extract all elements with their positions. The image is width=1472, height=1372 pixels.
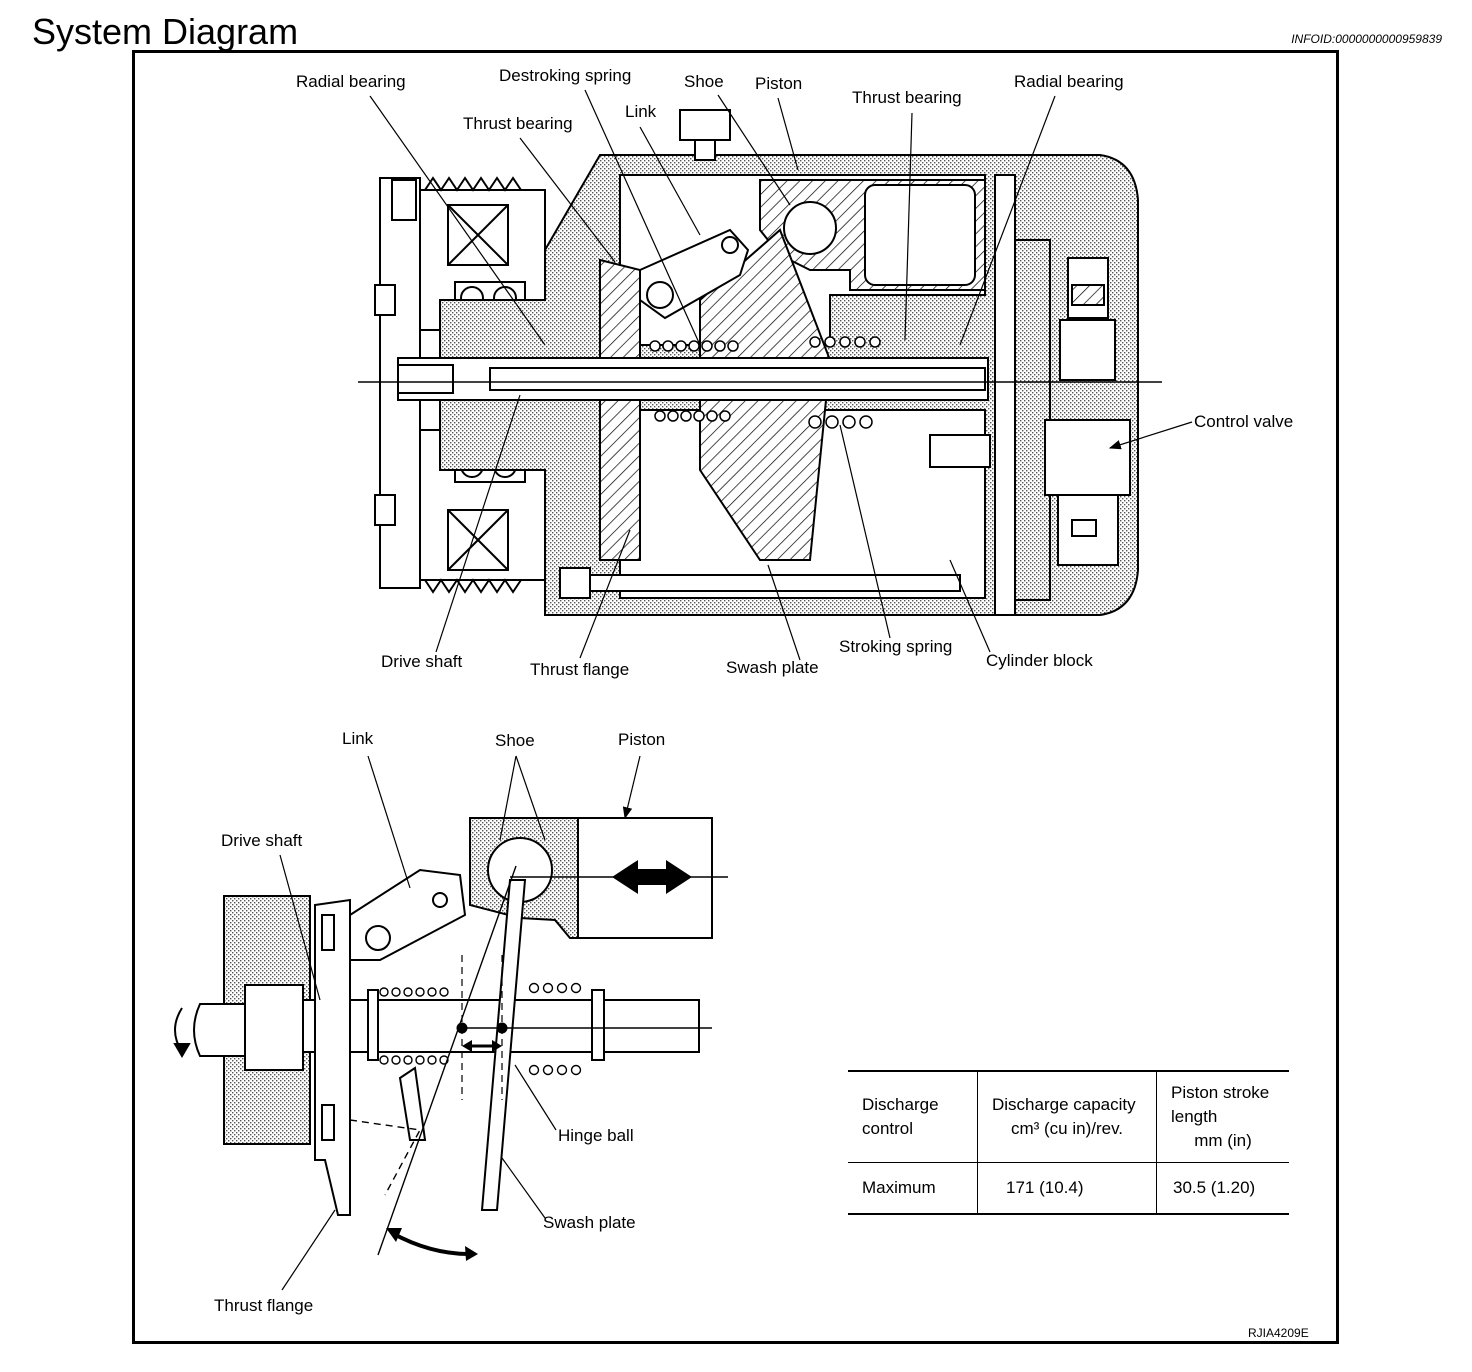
bottom-leader-lines: [279, 755, 641, 1291]
cell-control: Maximum: [848, 1162, 978, 1215]
label-swash-plate-top: Swash plate: [726, 658, 819, 677]
label-radial-bearing-left: Radial bearing: [296, 72, 406, 91]
label-stroking-spring: Stroking spring: [839, 637, 953, 656]
figure-code: RJIA4209E: [1248, 1326, 1309, 1340]
diagram-frame: [132, 50, 1339, 1344]
swash-detail-drawing: [173, 817, 728, 1256]
header-piston-stroke: Piston stroke length mm (in): [1156, 1070, 1289, 1163]
header-discharge-control: Discharge control: [848, 1070, 978, 1163]
header-piston-stroke-unit: mm (in): [1194, 1131, 1252, 1150]
top-leader-lines: [369, 89, 1193, 661]
label-control-valve: Control valve: [1194, 412, 1294, 431]
label-shoe-bottom: Shoe: [495, 731, 535, 750]
header-discharge-capacity-unit: cm³ (cu in)/rev.: [1010, 1119, 1124, 1138]
label-thrust-flange-bottom: Thrust flange: [214, 1296, 314, 1315]
page-title: System Diagram: [32, 11, 299, 52]
label-link-bottom: Link: [342, 729, 374, 748]
label-thrust-bearing-right: Thrust bearing: [852, 88, 962, 107]
cell-stroke: 30.5 (1.20): [1156, 1162, 1289, 1215]
piston-stroke-arrow: [612, 860, 692, 894]
label-shoe-top: Shoe: [684, 72, 724, 91]
label-piston-bottom: Piston: [618, 730, 666, 749]
label-cylinder-block: Cylinder block: [986, 651, 1093, 670]
label-thrust-bearing-left: Thrust bearing: [463, 114, 573, 133]
label-radial-bearing-right: Radial bearing: [1014, 72, 1124, 91]
cell-capacity: 171 (10.4): [977, 1162, 1157, 1215]
label-destroking-spring: Destroking spring: [499, 66, 632, 85]
label-thrust-flange-top: Thrust flange: [530, 660, 630, 679]
label-link-top: Link: [625, 102, 657, 121]
label-hinge-ball: Hinge ball: [558, 1126, 634, 1145]
label-drive-shaft-bottom: Drive shaft: [221, 831, 303, 850]
compressor-cross-section: [358, 109, 1162, 616]
info-id: INFOID:0000000000959839: [1291, 32, 1442, 46]
header-discharge-capacity: Discharge capacity cm³ (cu in)/rev.: [977, 1070, 1157, 1163]
label-drive-shaft-top: Drive shaft: [381, 652, 463, 671]
swash-angle-arrow: [391, 1231, 474, 1257]
discharge-spec-table: Discharge control Discharge capacity cm³…: [848, 1070, 1289, 1215]
label-swash-plate-bottom: Swash plate: [543, 1213, 636, 1232]
header-piston-stroke-label: Piston stroke length: [1171, 1083, 1270, 1126]
label-piston-top: Piston: [755, 74, 803, 93]
spec-table-row: Maximum 171 (10.4) 30.5 (1.20): [848, 1162, 1289, 1215]
spec-table-header-row: Discharge control Discharge capacity cm³…: [848, 1070, 1289, 1163]
header-discharge-capacity-label: Discharge capacity: [992, 1095, 1136, 1114]
